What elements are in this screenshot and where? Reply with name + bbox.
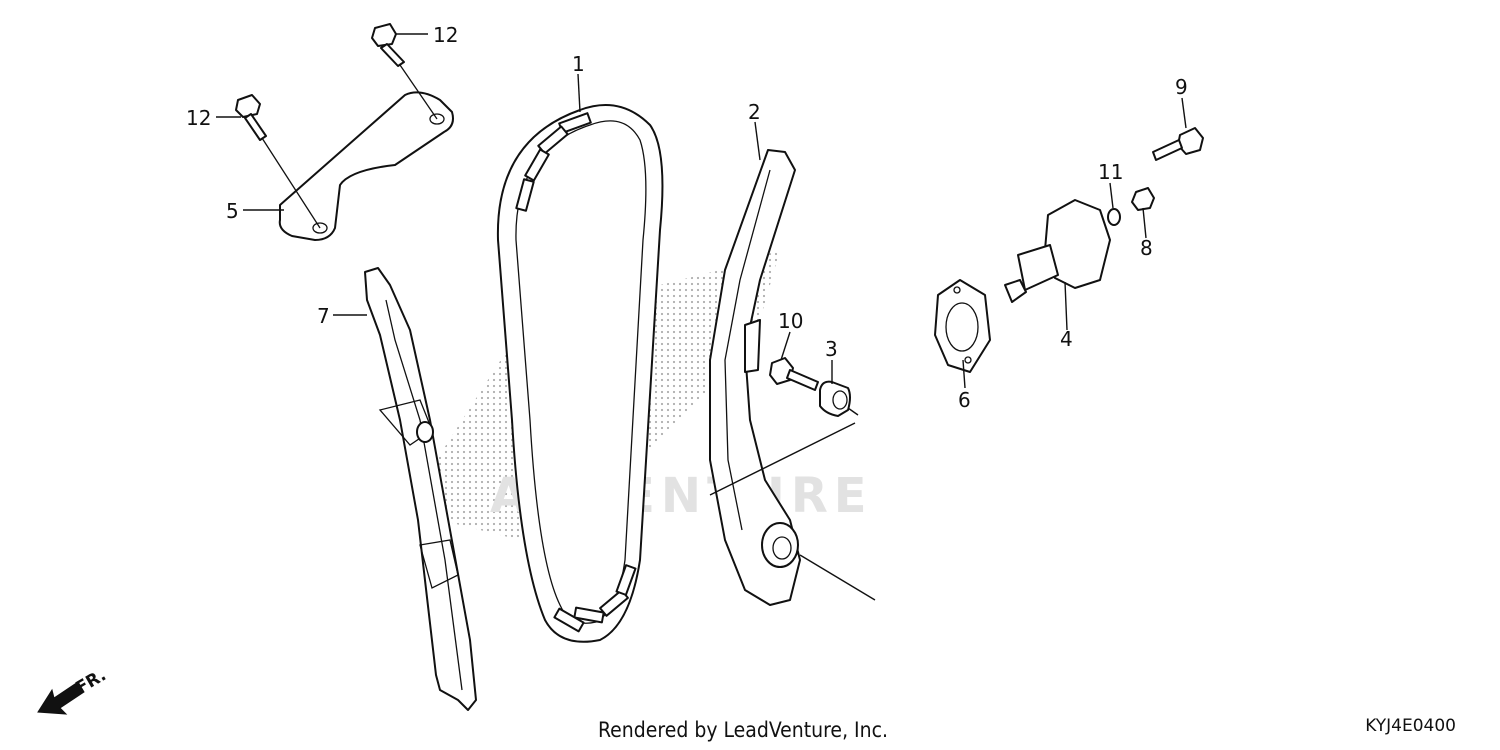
- leader-lines: [216, 33, 1187, 601]
- part-8-screw: [1131, 187, 1155, 211]
- part-2-tensioner-arm: [709, 149, 801, 606]
- part-4-tensioner-lifter: [1004, 199, 1111, 303]
- part-6-gasket: [934, 279, 991, 373]
- diagram-code: KYJ4E0400: [1365, 716, 1456, 736]
- callout-6: 6: [958, 388, 971, 412]
- callout-5: 5: [226, 199, 239, 223]
- chain-links-upper: [515, 112, 592, 212]
- callout-2: 2: [748, 100, 761, 124]
- render-credit: Rendered by LeadVenture, Inc.: [598, 718, 888, 742]
- part-3-collar: [819, 380, 851, 417]
- part-10-bolt: [769, 357, 819, 391]
- part-9-bolt: [1152, 127, 1204, 161]
- callout-12-upper: 12: [433, 23, 458, 47]
- callout-4: 4: [1060, 327, 1073, 351]
- part-1-cam-chain: [496, 104, 664, 643]
- front-direction-arrow: FR.: [37, 665, 110, 715]
- part-11-washer: [1107, 208, 1121, 226]
- callout-11: 11: [1098, 160, 1123, 184]
- chain-links-lower: [553, 564, 637, 633]
- part-7-cam-chain-guide: [364, 267, 477, 711]
- callout-7: 7: [317, 304, 330, 328]
- callout-9: 9: [1175, 75, 1188, 99]
- part-12-bolt-upper: [371, 23, 438, 120]
- part-12-bolt-lower: [235, 94, 321, 229]
- callout-8: 8: [1140, 236, 1153, 260]
- callouts: 1 2 3 4 5 6 7 8 9 10 11 12 12: [186, 23, 1188, 412]
- callout-3: 3: [825, 337, 838, 361]
- part-5-plate: [278, 91, 454, 241]
- callout-12-lower: 12: [186, 106, 211, 130]
- callout-1: 1: [572, 52, 585, 76]
- callout-10: 10: [778, 309, 803, 333]
